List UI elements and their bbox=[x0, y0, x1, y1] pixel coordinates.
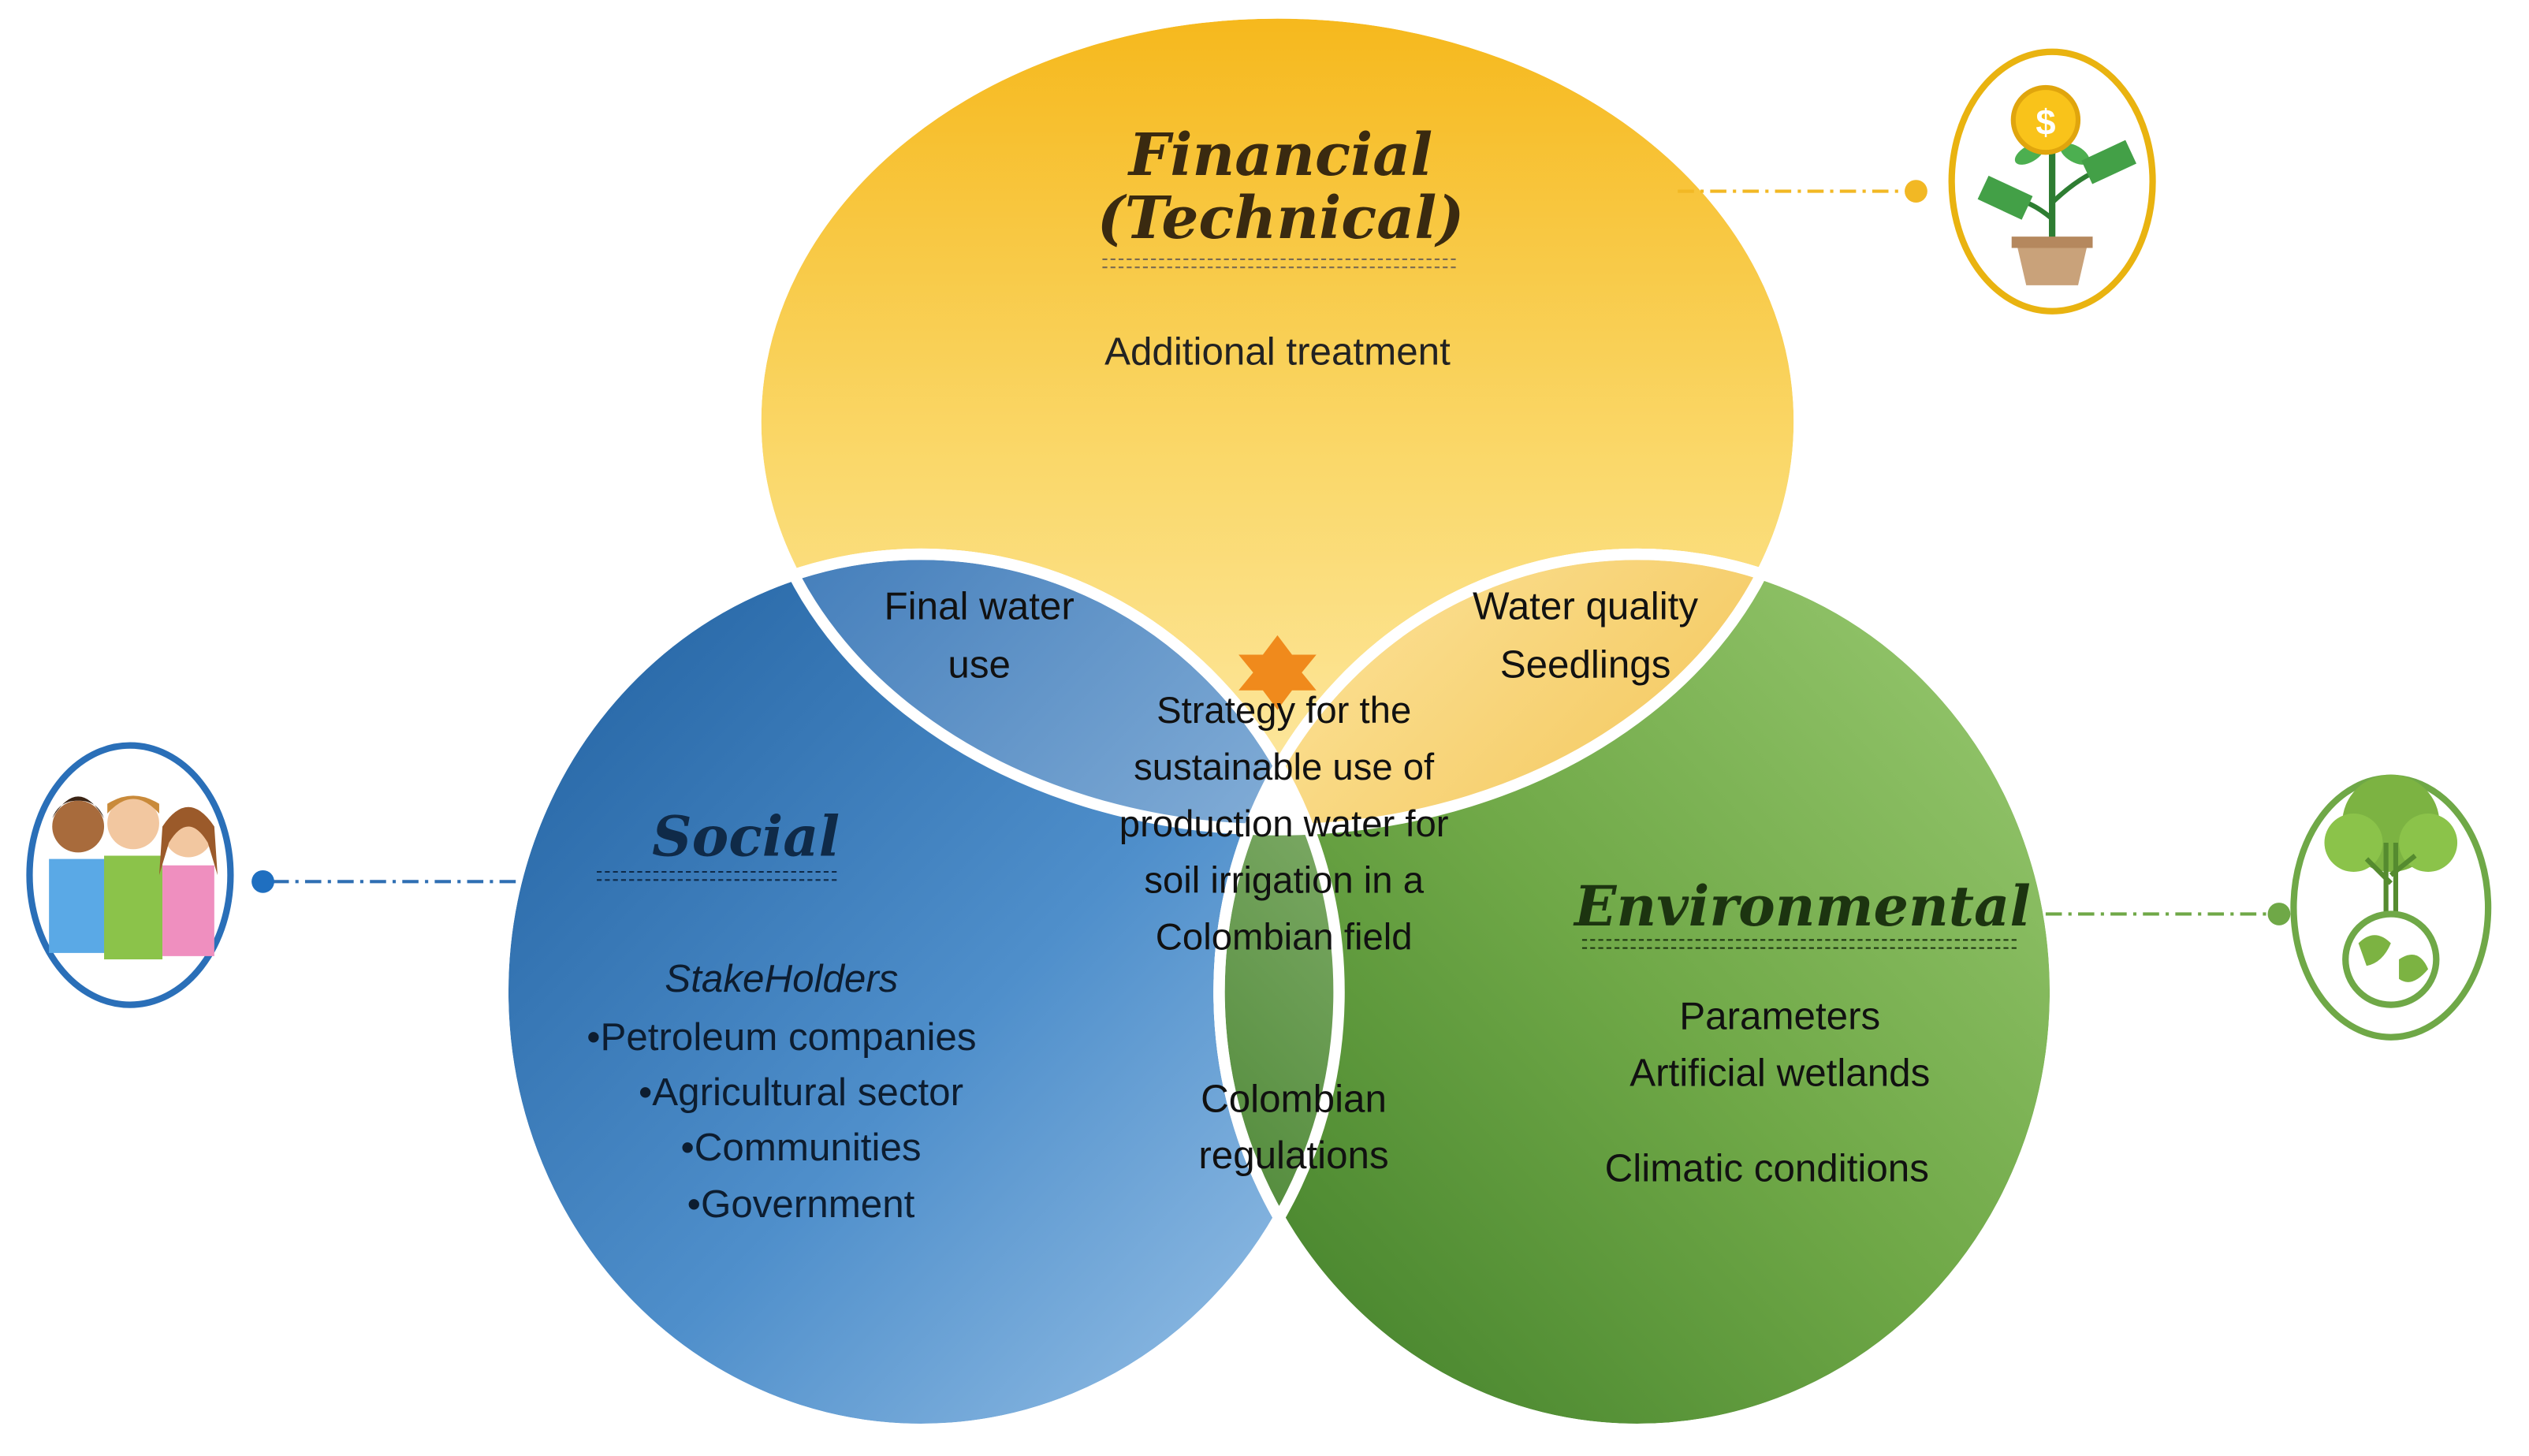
environmental-item: Artificial wetlands bbox=[1630, 1051, 1930, 1094]
environmental-item: Parameters bbox=[1679, 994, 1880, 1037]
center-line: Strategy for the bbox=[1156, 690, 1411, 732]
financial-item: Additional treatment bbox=[1104, 330, 1451, 374]
center-line: production water for bbox=[1119, 803, 1449, 845]
social-title: Social bbox=[652, 804, 840, 869]
people-group-icon bbox=[26, 742, 234, 1008]
social-item: •Communities bbox=[680, 1126, 921, 1169]
financial-title-line1: Financial bbox=[1127, 121, 1432, 189]
environmental-connector bbox=[2045, 903, 2291, 925]
center-line: sustainable use of bbox=[1134, 747, 1435, 788]
social-item: •Petroleum companies bbox=[587, 1015, 976, 1059]
svg-text:$: $ bbox=[2035, 102, 2055, 143]
financial-connector bbox=[1678, 180, 1927, 203]
tree-globe-icon bbox=[2290, 774, 2492, 1041]
center-line: Colombian field bbox=[1156, 917, 1413, 959]
social-item: •Government bbox=[687, 1182, 915, 1226]
overlap-fs-line1: Final water bbox=[885, 584, 1075, 627]
social-connector bbox=[251, 870, 516, 893]
center-line: soil irrigation in a bbox=[1144, 860, 1424, 902]
star-icon bbox=[1238, 635, 1317, 710]
social-item: •Agricultural sector bbox=[639, 1071, 963, 1114]
overlap-se-line1: Colombian bbox=[1201, 1077, 1387, 1120]
overlap-se-line2: regulations bbox=[1198, 1134, 1388, 1177]
money-plant-icon: $ bbox=[1948, 48, 2156, 315]
overlap-fe-line2: Seedlings bbox=[1500, 642, 1671, 686]
environmental-item: Climatic conditions bbox=[1605, 1147, 1929, 1190]
overlap-fe-line1: Water quality bbox=[1473, 584, 1698, 627]
environmental-title: Environmental bbox=[1573, 874, 2031, 939]
overlap-fs-line2: use bbox=[948, 642, 1011, 686]
center-text: Strategy for the sustainable use of prod… bbox=[1119, 690, 1449, 959]
social-subtitle: StakeHolders bbox=[665, 957, 898, 1000]
financial-title-line2: (Technical) bbox=[1097, 184, 1465, 252]
